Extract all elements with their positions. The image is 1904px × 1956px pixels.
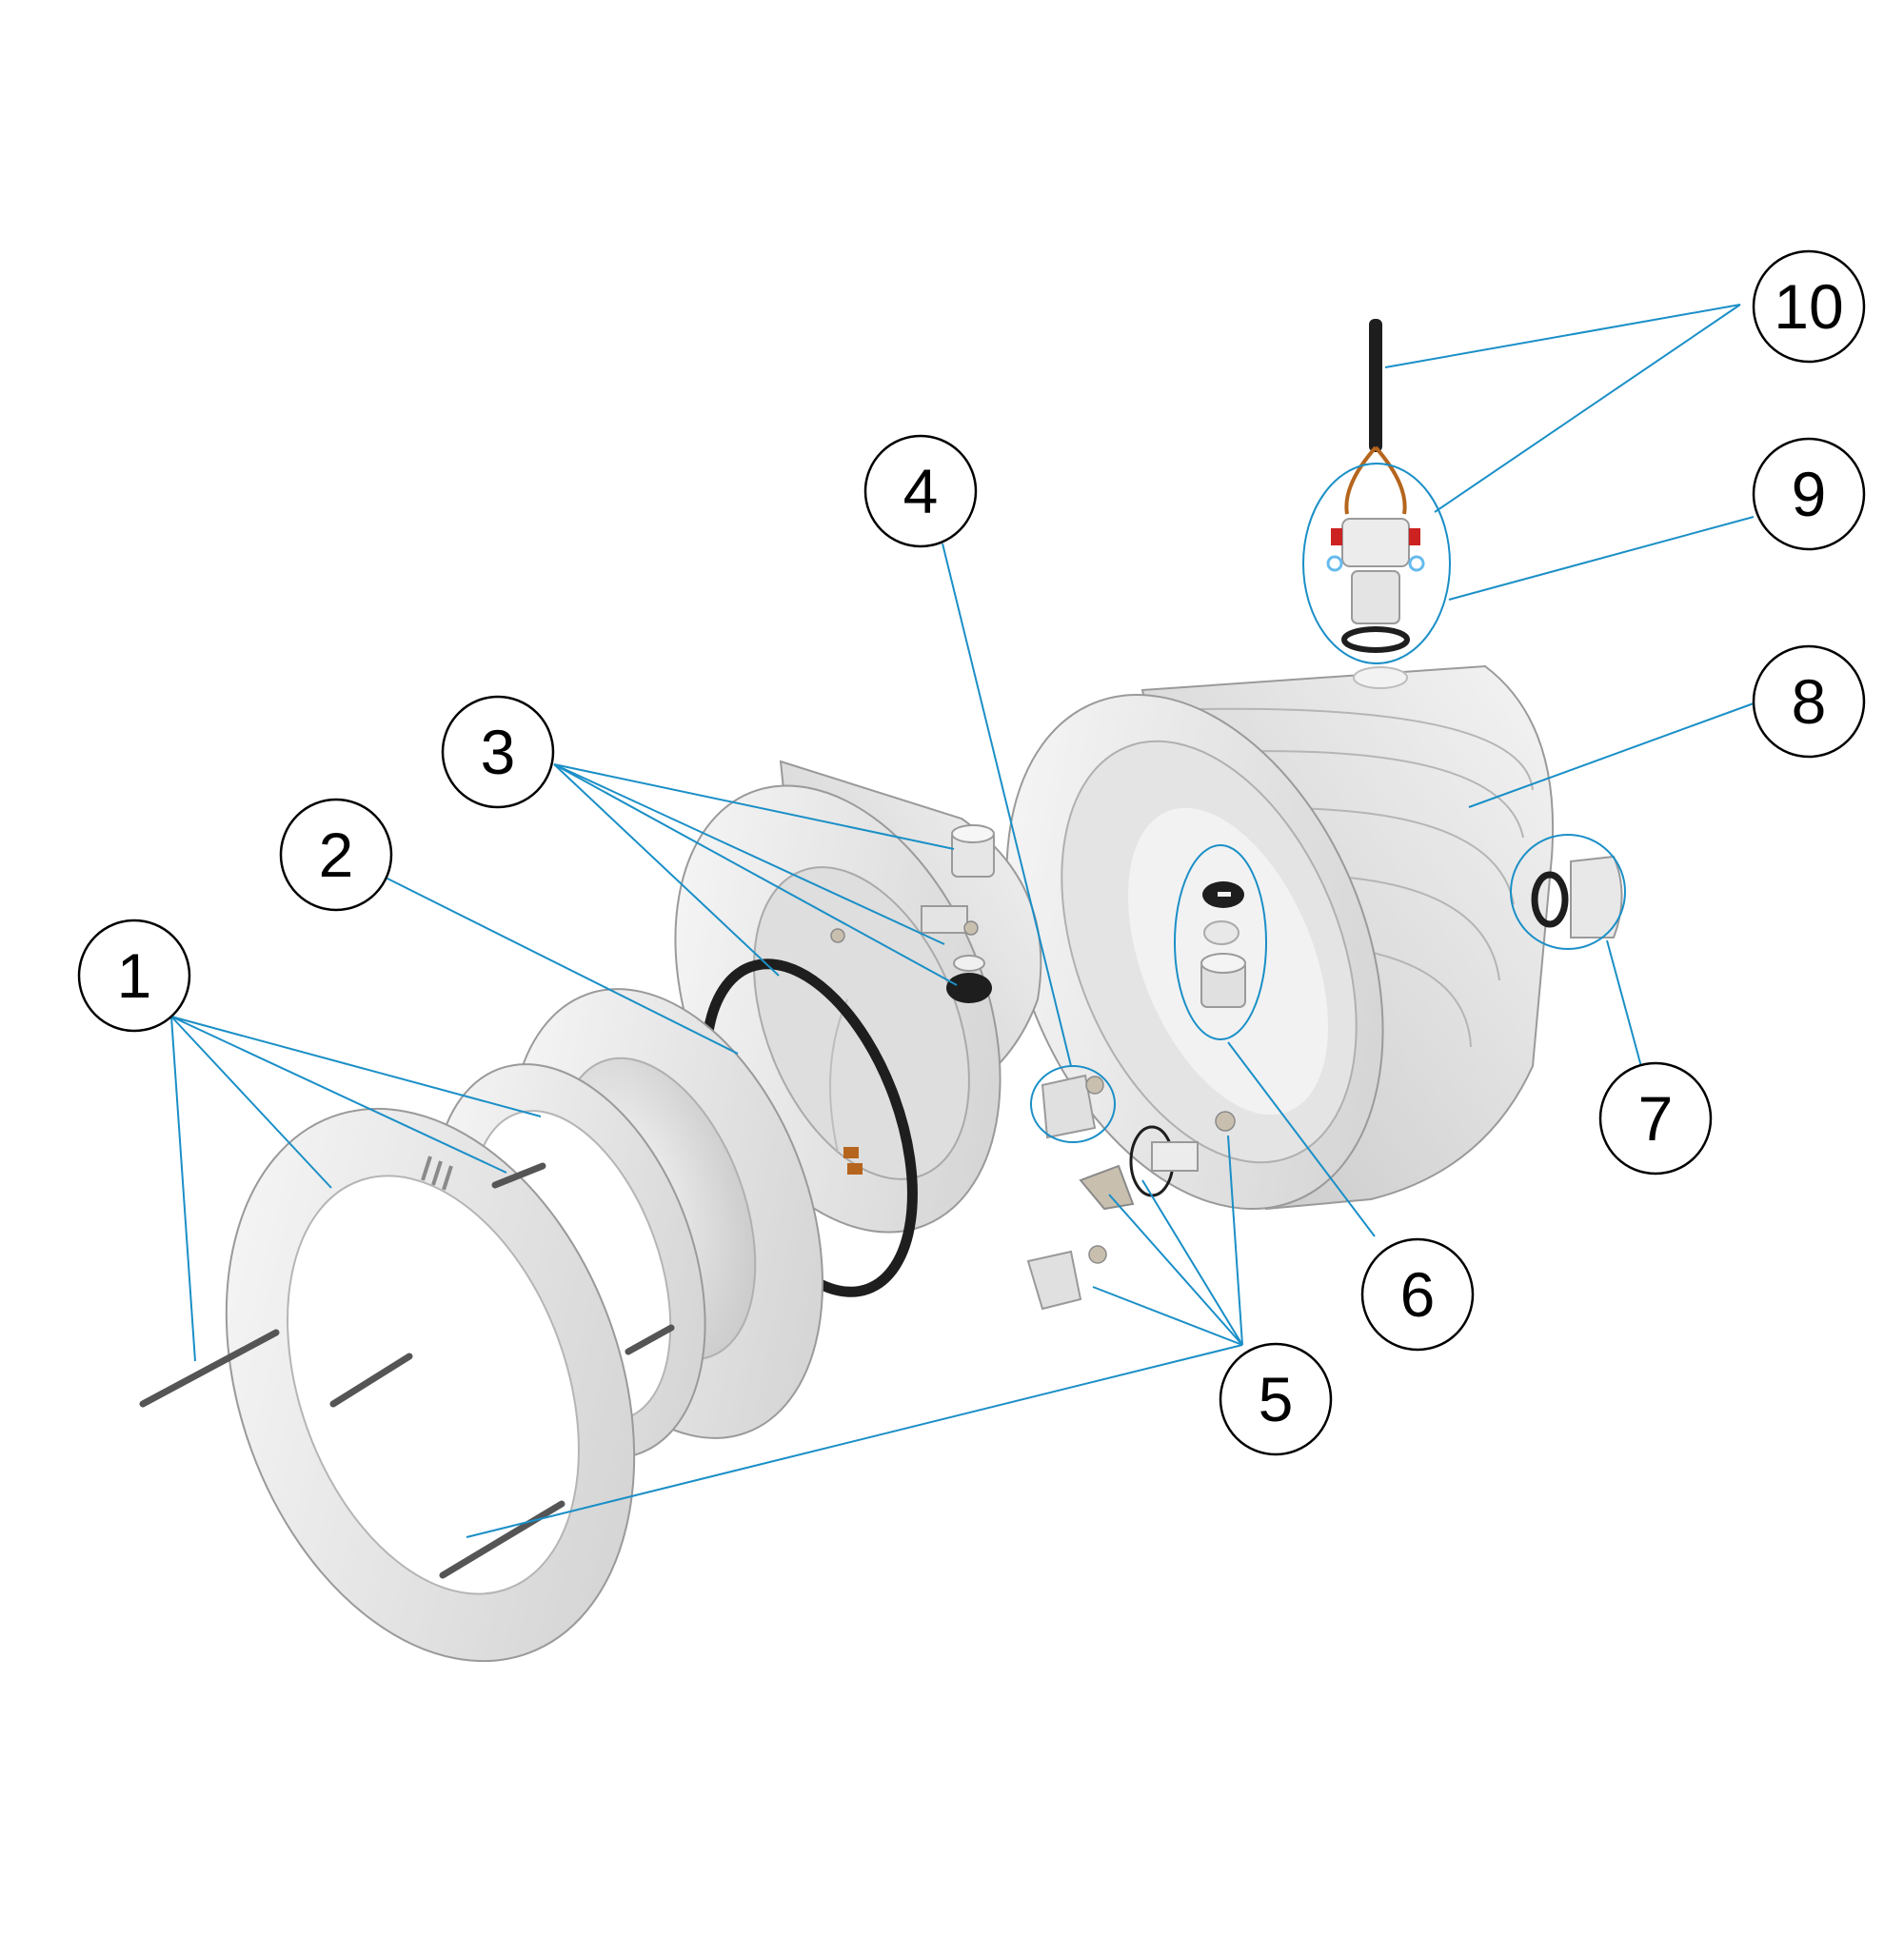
callout-5-label: 5: [1259, 1364, 1294, 1434]
callout-2: 2: [279, 798, 393, 912]
callout-6: 6: [1360, 1237, 1475, 1352]
top-cable-gland: [1326, 319, 1425, 689]
callout-4: 4: [863, 434, 978, 548]
callout-10: 10: [1752, 249, 1866, 364]
callout-4-label: 4: [903, 456, 939, 526]
callout-6-label: 6: [1400, 1259, 1436, 1330]
callout-9-label: 9: [1792, 459, 1827, 529]
callout-7-label: 7: [1638, 1083, 1674, 1154]
inner-cable-gland: [1200, 881, 1246, 1008]
trim-screws: [139, 1162, 675, 1579]
callout-9: 9: [1752, 437, 1866, 551]
callout-8: 8: [1752, 644, 1866, 759]
callout-10-label: 10: [1774, 271, 1843, 342]
callout-2-label: 2: [319, 820, 354, 890]
callout-5: 5: [1219, 1342, 1333, 1456]
callout-1-label: 1: [117, 940, 152, 1011]
leader-lines: [170, 304, 1755, 1538]
callout-8-label: 8: [1792, 666, 1827, 737]
callout-1: 1: [77, 919, 191, 1033]
mounting-hardware: [1026, 1074, 1236, 1311]
callout-3: 3: [441, 695, 555, 809]
highlight-outlines: [1030, 463, 1626, 1143]
callout-3-label: 3: [481, 717, 516, 787]
callout-7: 7: [1598, 1061, 1713, 1176]
